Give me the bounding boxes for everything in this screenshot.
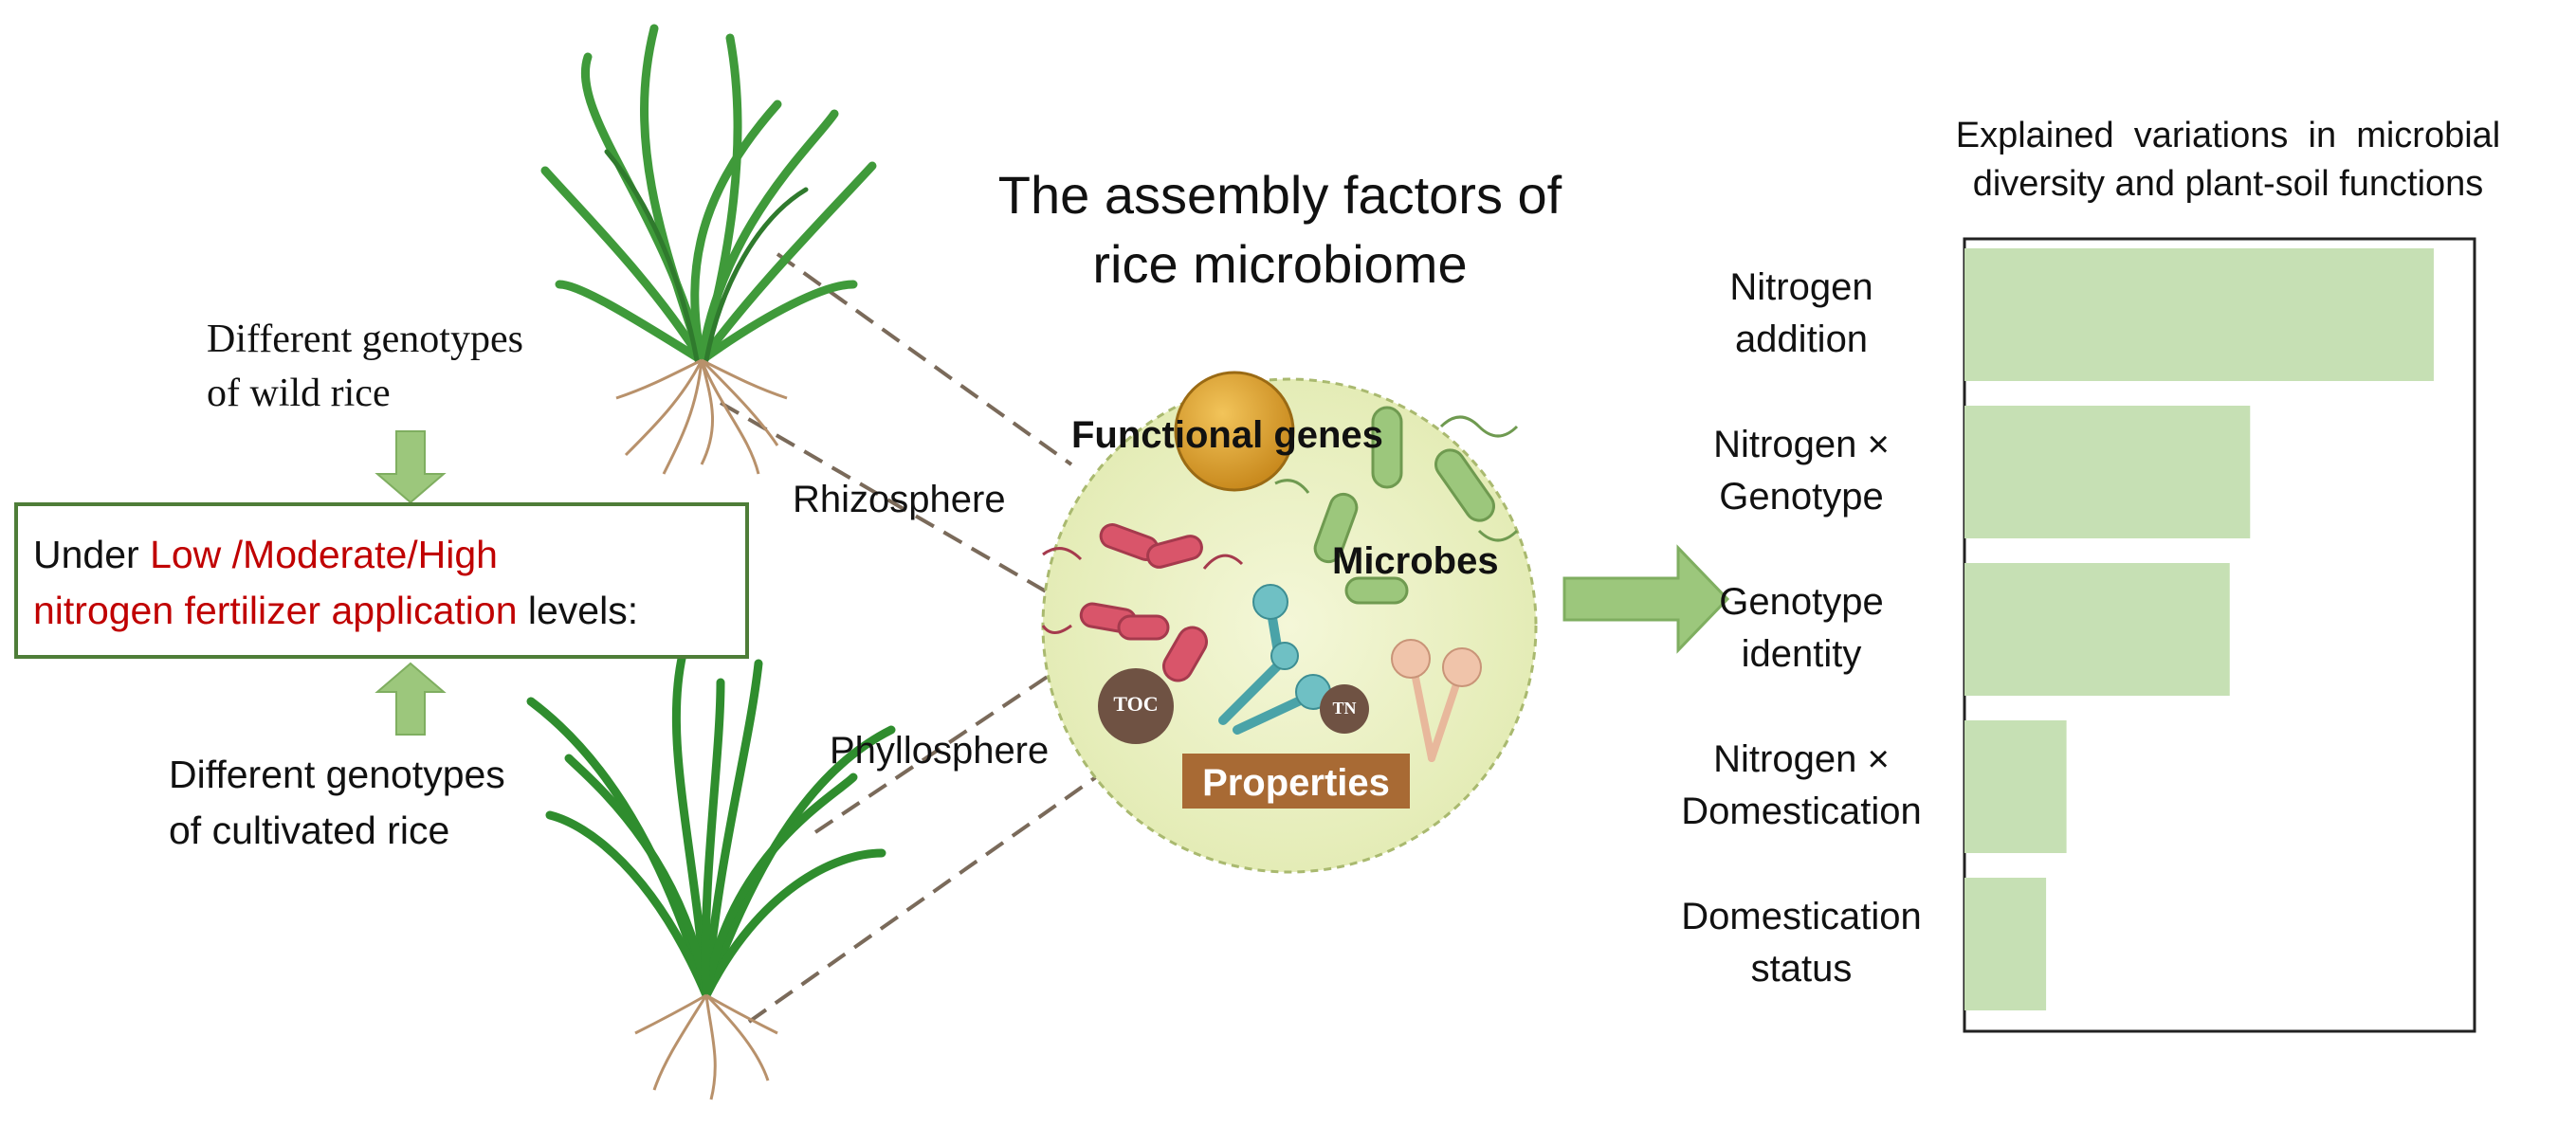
properties-label-bg xyxy=(1182,754,1410,809)
chart-category-label: Domestication status xyxy=(1650,891,1953,995)
chart-title-line2: diversity and plant-soil functions xyxy=(1972,164,2484,205)
functional-genes-ball-icon xyxy=(1174,371,1295,492)
cultivated-rice-label-line1: Different genotypes xyxy=(169,753,505,796)
chart-category-label-line: Genotype xyxy=(1719,581,1884,623)
wild-rice-label-line1: Different genotypes xyxy=(207,318,523,361)
wild-rice-label: Different genotypes of wild rice xyxy=(207,313,523,420)
toc-label: TOC xyxy=(1113,692,1159,716)
microbes-label: Microbes xyxy=(1332,540,1499,582)
chart-category-label-line: Domestication xyxy=(1681,791,1922,833)
chart-category-label-line: identity xyxy=(1741,633,1862,676)
chart-title-line1: Explained variations in microbial xyxy=(1955,116,2501,155)
chart-category-label-line: status xyxy=(1750,948,1853,991)
chart-category-label-line: Nitrogen × xyxy=(1713,738,1890,780)
chart-category-label-line: Genotype xyxy=(1719,476,1884,518)
chart-title: Explained variations in microbial divers… xyxy=(1896,112,2560,209)
connector-line xyxy=(776,252,1073,466)
connector-line xyxy=(747,766,1111,1024)
box-line2: nitrogen fertilizer application levels: xyxy=(33,589,639,633)
chart-category-label-line: Nitrogen × xyxy=(1713,424,1890,465)
pink-bacteria-icon xyxy=(1079,523,1208,682)
right-arrow-icon xyxy=(1562,544,1730,654)
box-line1: Under Low /Moderate/High xyxy=(33,533,498,576)
chart-category-label: Nitrogen addition xyxy=(1650,262,1953,366)
chart-bar xyxy=(1964,720,2067,853)
chart-category-label: Nitrogen × Domestication xyxy=(1650,734,1953,838)
chart-category-label-line: Nitrogen xyxy=(1729,266,1873,308)
chart-category-label: Nitrogen × Genotype xyxy=(1650,419,1953,523)
chart-category-label-line: Domestication xyxy=(1681,896,1922,937)
fungi-peach-icon xyxy=(1409,660,1464,762)
title-line2: rice microbiome xyxy=(1092,233,1468,294)
microbiome-circle xyxy=(1041,371,1538,874)
connector-lines xyxy=(719,252,1111,1024)
rhizosphere-label: Rhizosphere xyxy=(793,479,1006,520)
diagram-title: The assembly factors of rice microbiome xyxy=(939,161,1621,300)
wild-rice-label-line2: of wild rice xyxy=(207,371,391,415)
chart-bar xyxy=(1964,248,2434,381)
tn-badge xyxy=(1320,684,1369,734)
toc-badge xyxy=(1098,668,1174,744)
down-arrow-icon xyxy=(375,430,447,504)
cultivated-rice-label-line2: of cultivated rice xyxy=(169,809,450,853)
nitrogen-level-highlight: Low /Moderate/High xyxy=(150,533,498,576)
phyllosphere-label: Phyllosphere xyxy=(830,730,1050,772)
cultivated-rice-plant-icon xyxy=(526,649,896,1100)
nitrogen-levels-box: Under Low /Moderate/High nitrogen fertil… xyxy=(14,502,749,659)
chart-bar xyxy=(1964,563,2230,696)
chart-bar xyxy=(1964,406,2251,538)
fertilizer-highlight: nitrogen fertilizer application xyxy=(33,589,518,633)
connector-line xyxy=(813,666,1062,834)
wild-rice-plant-icon xyxy=(540,24,877,475)
green-bacteria-icon xyxy=(1313,406,1495,605)
functional-genes-label: Functional genes xyxy=(1071,414,1383,456)
chart-category-label-line: addition xyxy=(1734,318,1869,361)
properties-label: Properties xyxy=(1202,762,1390,804)
chart-bar xyxy=(1964,878,2047,1010)
title-line1: The assembly factors of xyxy=(997,165,1562,225)
cultivated-rice-label: Different genotypes of cultivated rice xyxy=(169,747,505,860)
chart-bars xyxy=(1964,248,2434,1010)
up-arrow-icon xyxy=(375,662,447,736)
chart-category-label: Genotype identity xyxy=(1650,576,1953,681)
tn-label: TN xyxy=(1332,699,1357,718)
